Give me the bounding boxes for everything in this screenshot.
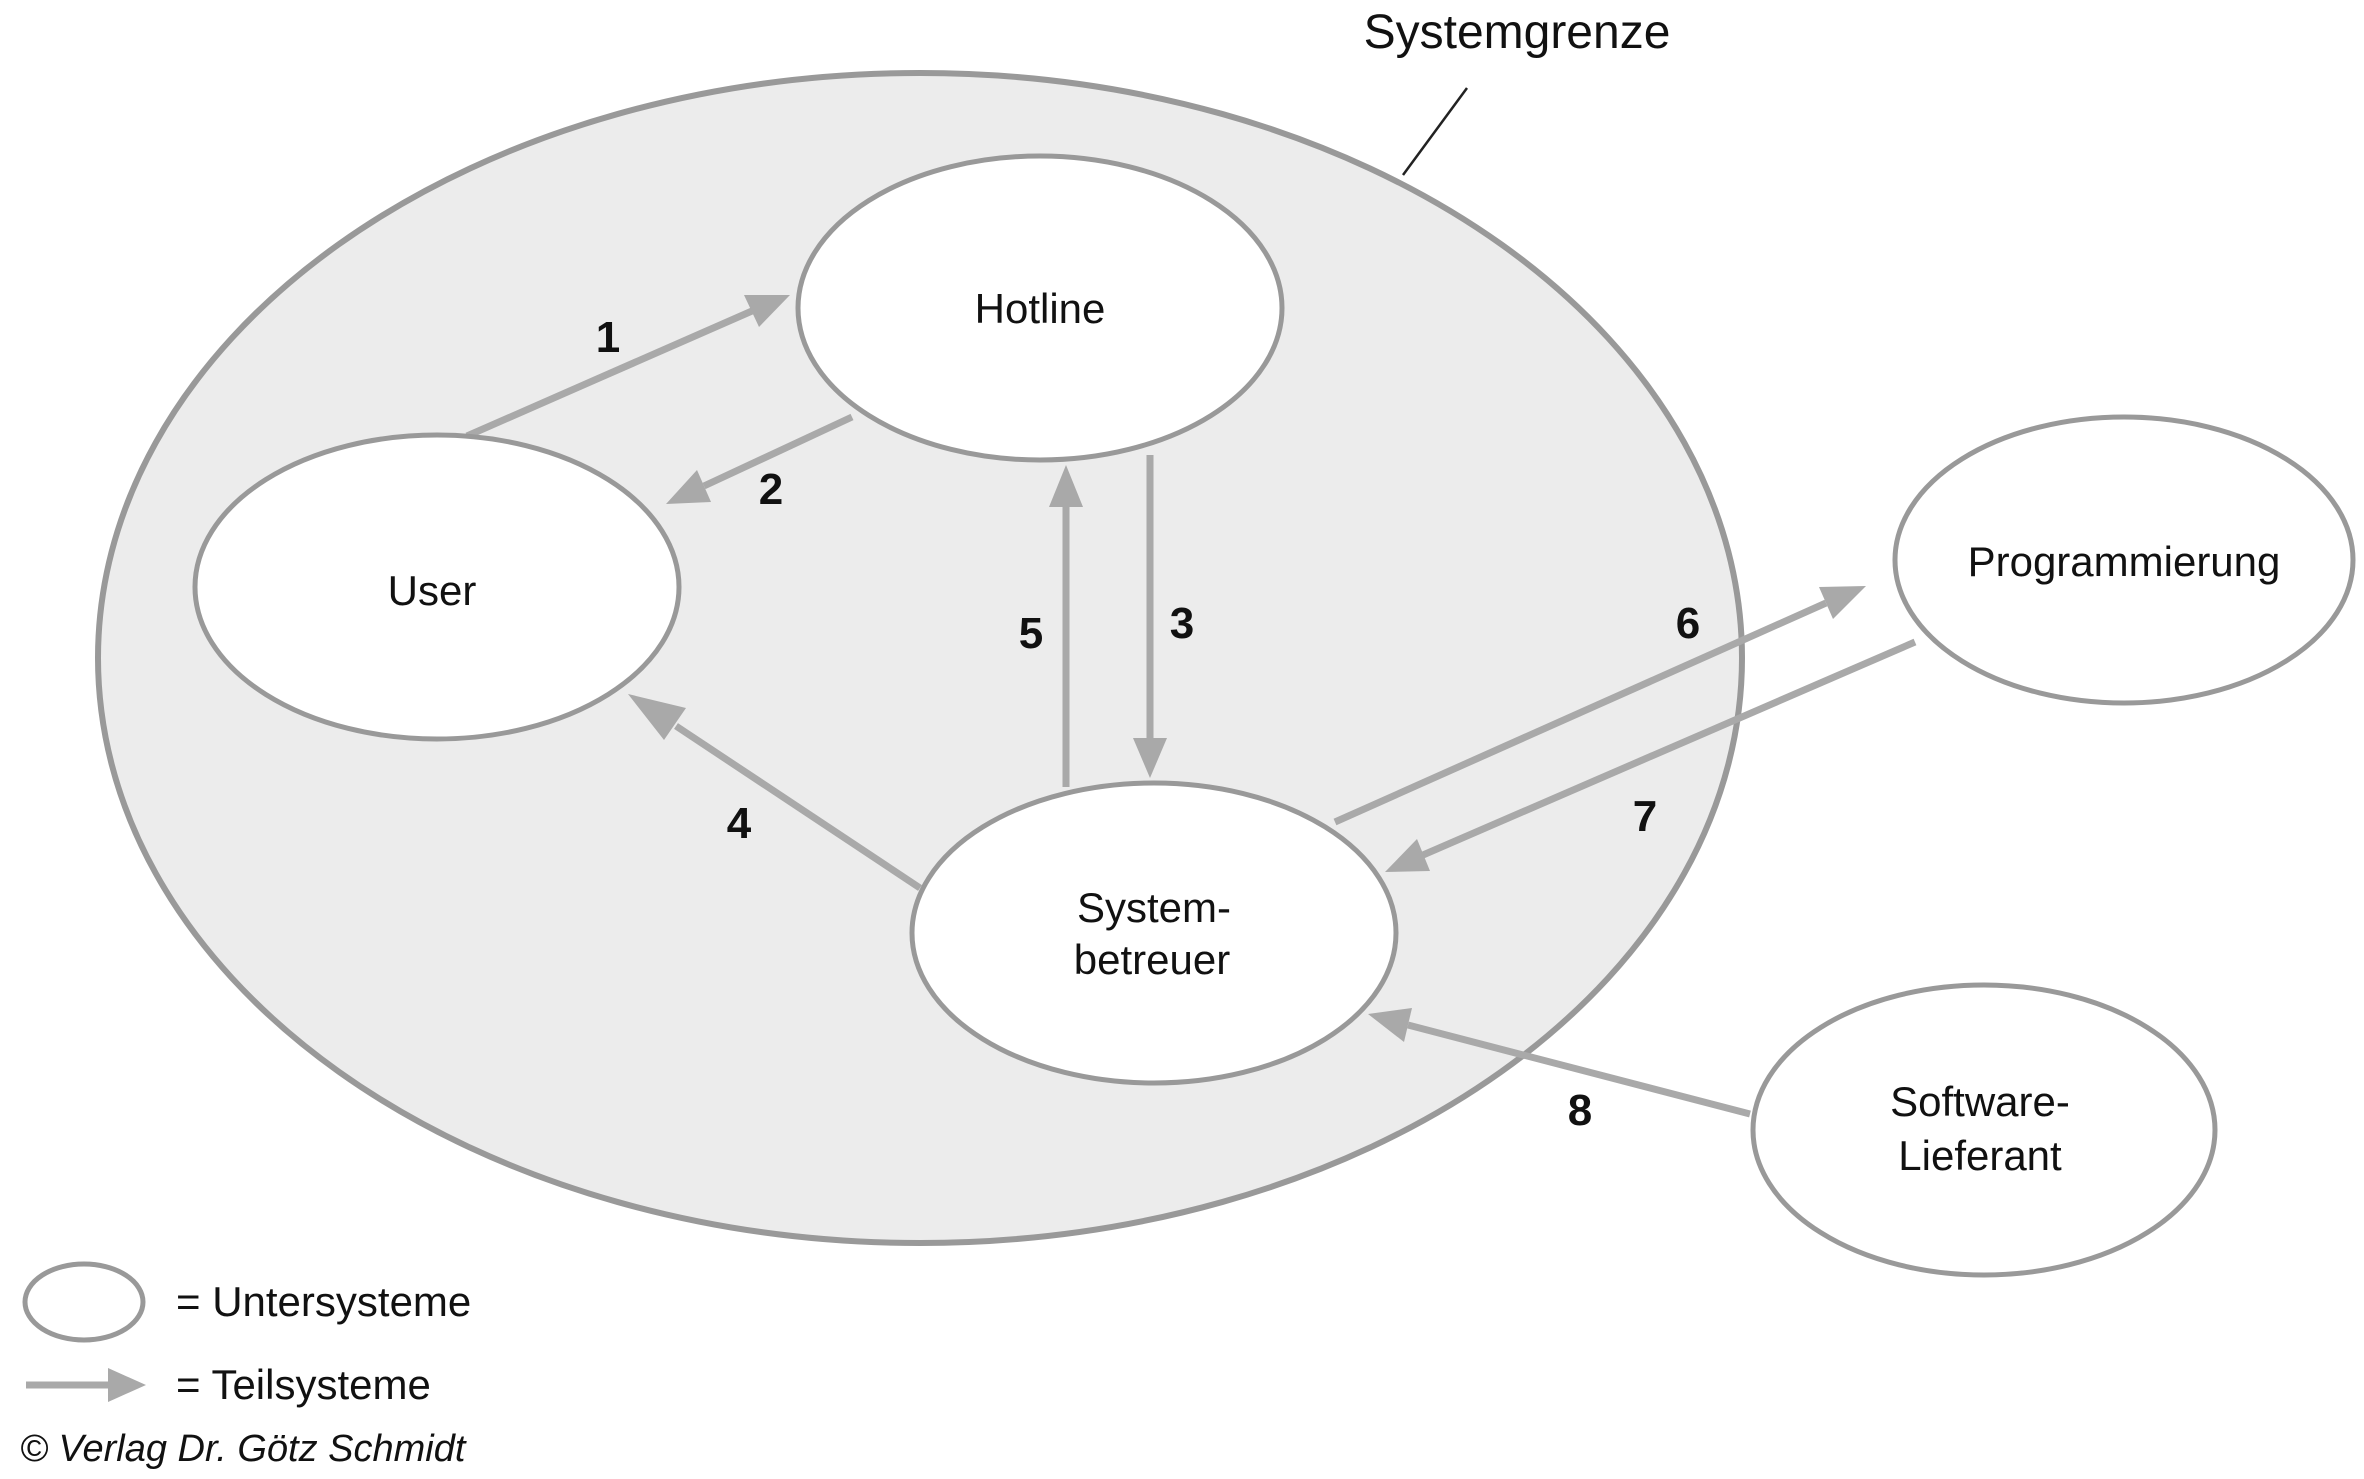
arrow-label-3: 3 (1170, 599, 1194, 648)
legend-arrow-icon (26, 1368, 146, 1402)
node-softwarelieferant-label-1: Software- (1890, 1078, 2070, 1125)
legend-arrow-label: = Teilsysteme (176, 1361, 431, 1408)
copyright: © Verlag Dr. Götz Schmidt (20, 1428, 467, 1470)
node-softwarelieferant: Software- Lieferant (1750, 982, 2218, 1278)
node-softwarelieferant-label-2: Lieferant (1898, 1132, 2062, 1179)
arrow-label-4: 4 (727, 799, 752, 848)
arrow-6 (1333, 586, 1866, 826)
arrow-label-1: 1 (596, 313, 620, 362)
node-user-label: User (388, 567, 477, 614)
node-systembetreuer-label-2: betreuer (1074, 936, 1230, 983)
legend: = Untersysteme = Teilsysteme (22, 1261, 471, 1408)
arrow-7 (1385, 638, 1917, 872)
legend-ellipse-label: = Untersysteme (176, 1278, 471, 1325)
node-systembetreuer: System- betreuer (909, 780, 1399, 1086)
arrow-label-8: 8 (1568, 1086, 1592, 1135)
node-hotline: Hotline (795, 153, 1285, 463)
arrow-4 (628, 694, 922, 891)
arrow-label-7: 7 (1633, 792, 1657, 841)
node-systembetreuer-label-1: System- (1077, 884, 1231, 931)
node-programmierung-label: Programmierung (1968, 538, 2281, 585)
arrow-1 (465, 295, 790, 440)
title-leader-line (1401, 87, 1469, 176)
node-programmierung: Programmierung (1892, 414, 2356, 706)
arrow-2 (666, 413, 854, 504)
arrow-3 (1133, 455, 1167, 778)
arrow-label-6: 6 (1676, 599, 1700, 648)
legend-ellipse-icon (22, 1261, 146, 1343)
arrow-label-5: 5 (1019, 609, 1043, 658)
node-hotline-label: Hotline (975, 285, 1106, 332)
arrow-label-2: 2 (759, 465, 783, 514)
arrow-8 (1368, 1008, 1751, 1118)
node-user: User (192, 432, 682, 742)
arrow-5 (1049, 465, 1083, 787)
boundary-title: Systemgrenze (1364, 6, 1671, 59)
